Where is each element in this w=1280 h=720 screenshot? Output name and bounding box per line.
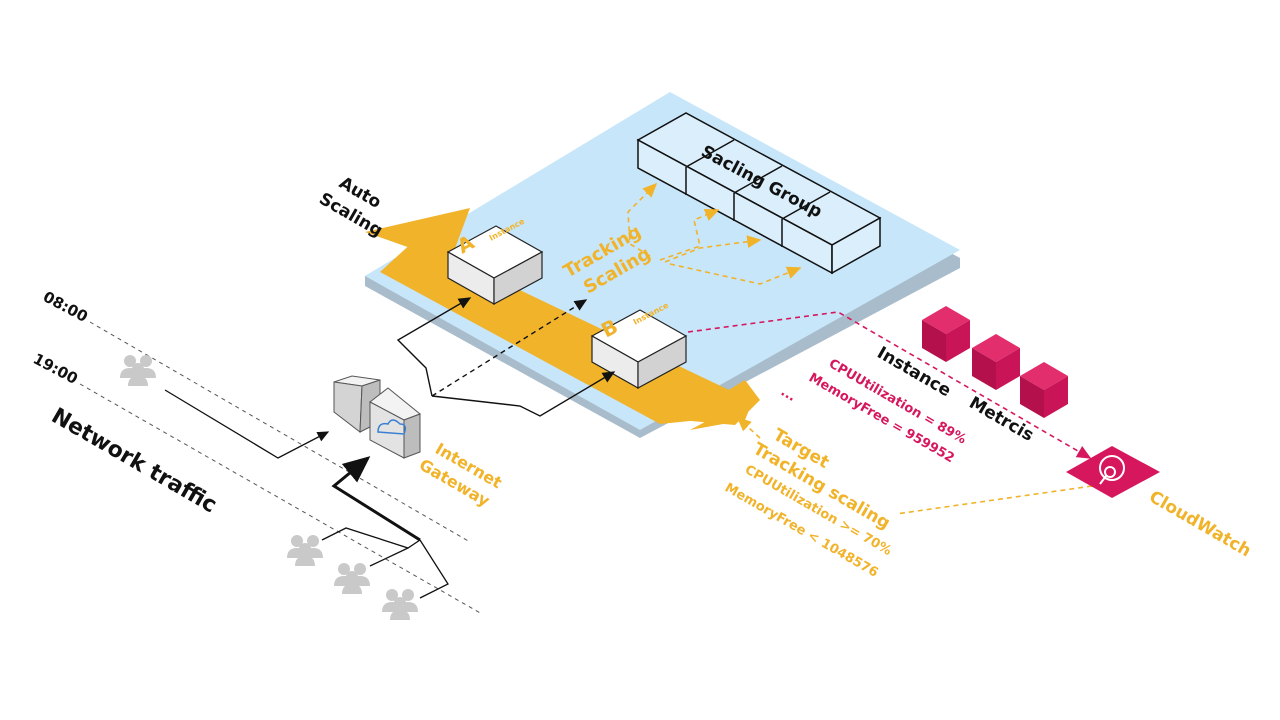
metrics-ellipsis: ... — [778, 384, 798, 404]
metric-cube-3 — [1020, 362, 1068, 418]
users-group-2 — [287, 535, 323, 566]
network-traffic-label: Network traffic — [47, 404, 221, 519]
metric-cube-2 — [972, 334, 1020, 390]
users-group-3 — [334, 563, 370, 594]
time-label-0800: 08:00 — [40, 288, 91, 326]
time-lines — [79, 321, 483, 615]
target-arrow — [736, 416, 761, 439]
users-group-1 — [120, 355, 156, 386]
scaling-group — [636, 112, 882, 275]
tracking-arrows — [627, 182, 802, 285]
instance-b — [590, 309, 688, 390]
internet-gateway-icon — [333, 375, 421, 459]
metric-cube-1 — [922, 306, 970, 362]
gateway-connections — [396, 297, 616, 417]
users-group-4 — [382, 589, 418, 620]
target-flow — [895, 485, 1093, 515]
cloudwatch-icon — [1066, 446, 1160, 498]
instance-a — [446, 225, 544, 306]
traffic-lines — [164, 389, 449, 599]
time-label-1900: 19:00 — [30, 350, 81, 388]
cloudwatch-label: CloudWatch — [1146, 487, 1255, 561]
metrics-flow — [687, 311, 1092, 459]
